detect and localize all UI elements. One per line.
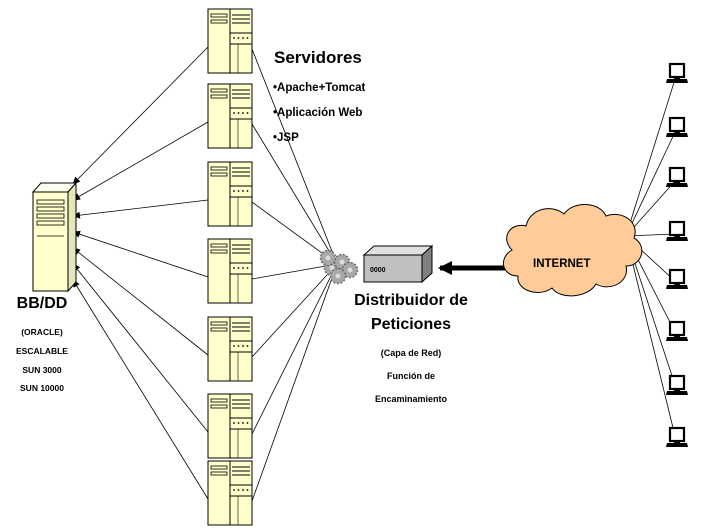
client-computer-icon (666, 374, 688, 395)
database-detail-sun-3000: SUN 3000 (22, 365, 62, 375)
client-computer-icon (666, 320, 688, 341)
servers-title: Servidores (274, 48, 362, 67)
server-tower-icon (207, 8, 253, 74)
dispatcher-device-icon: 0000 (362, 244, 434, 284)
internet-to-client-line (625, 129, 677, 237)
internet-cloud-icon (503, 204, 643, 297)
server-to-database-arrow (72, 263, 209, 433)
database-title: BB/DD (16, 295, 68, 312)
router-to-server-line (251, 263, 338, 435)
server-feature-apache-tomcat: •Apache+Tomcat (273, 82, 366, 94)
router-to-server-line (251, 263, 338, 280)
client-computer-icon (666, 166, 688, 187)
server-to-database-arrow (72, 279, 209, 500)
server-to-database-arrow (72, 199, 209, 219)
database-detail-sun-10000: SUN 10000 (20, 383, 64, 393)
router-to-server-line (251, 123, 338, 265)
server-to-database-arrow (72, 121, 209, 201)
server-tower-icon (207, 316, 253, 382)
client-computer-icon (666, 62, 688, 83)
server-tower-icon (207, 83, 253, 149)
device-layer: 0000 (31, 8, 688, 526)
server-tower-icon (207, 393, 253, 459)
database-server-icon (31, 181, 78, 293)
server-tower-icon (207, 161, 253, 227)
router-to-server-line (251, 48, 338, 265)
dispatcher-detail-routing: Encaminamiento (374, 394, 448, 404)
database-detail-oracle: (ORACLE) (21, 327, 63, 337)
server-tower-icon (207, 238, 253, 304)
dispatcher-title-line-1: Distribuidor de (354, 292, 468, 309)
server-feature-web-application: •Aplicación Web (273, 107, 363, 119)
internet-cloud-layer (503, 204, 643, 297)
server-to-database-arrow (72, 46, 209, 185)
internet-to-client-line (625, 235, 677, 441)
internet-label: INTERNET (533, 258, 591, 270)
dispatcher-title-line-2: Peticiones (370, 316, 452, 333)
client-computer-icon (666, 220, 688, 241)
router-to-server-line (251, 263, 338, 358)
dispatcher-device-label: 0000 (370, 267, 386, 274)
dispatcher-detail-network-layer: (Capa de Red) (380, 348, 442, 358)
dispatcher-detail-function: Función de (387, 371, 435, 381)
server-tower-icon (207, 460, 253, 526)
router-to-server-line (251, 263, 338, 502)
internet-to-client-line (625, 75, 677, 237)
router-gear-icon (319, 249, 359, 285)
client-computer-icon (666, 116, 688, 137)
client-computer-icon (666, 426, 688, 447)
database-detail-scalable: ESCALABLE (16, 346, 68, 356)
server-to-database-arrow (72, 247, 209, 356)
server-to-database-arrow (72, 230, 209, 278)
client-computer-icon (666, 268, 688, 289)
server-feature-jsp: •JSP (273, 132, 299, 144)
